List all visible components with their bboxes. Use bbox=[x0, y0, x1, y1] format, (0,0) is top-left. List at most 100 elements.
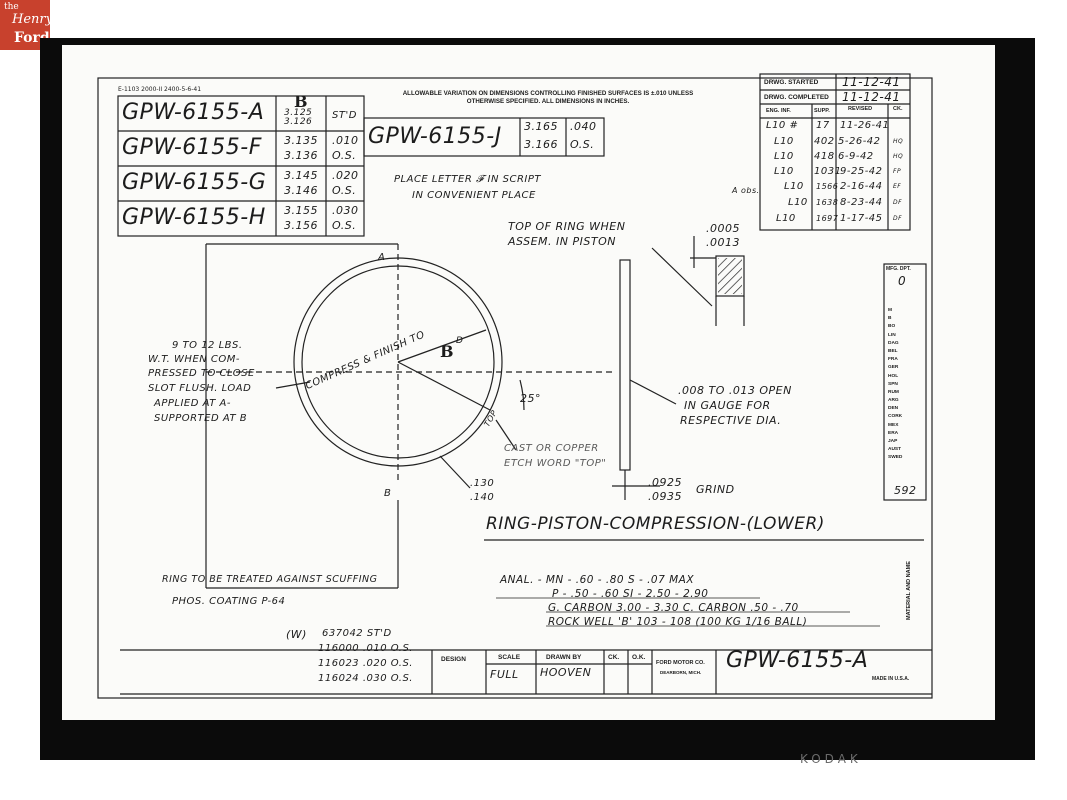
detail-section bbox=[715, 255, 745, 297]
variant-f-code2: O.S. bbox=[332, 149, 357, 162]
revision-table bbox=[759, 73, 911, 231]
mfg-dept-item: RUM bbox=[888, 389, 899, 395]
w-list-row: 637042 ST'D bbox=[322, 628, 392, 639]
title-block-drawn: HOOVEN bbox=[540, 666, 592, 679]
variant-part-j: GPW-6155-J bbox=[368, 124, 502, 149]
rev-row-inf: L10 bbox=[776, 213, 796, 224]
mfg-dept-item: GER bbox=[888, 365, 899, 371]
note-load-5: APPLIED AT A- bbox=[154, 398, 231, 409]
note-open-3: RESPECTIVE DIA. bbox=[680, 414, 782, 427]
title-block-scale: FULL bbox=[490, 668, 519, 681]
title-block-material-label: MATERIAL AND NAME bbox=[906, 561, 912, 620]
analysis-line-3: G. CARBON 3.00 - 3.30 C. CARBON .50 - .7… bbox=[548, 602, 799, 614]
logo-the: the bbox=[4, 2, 19, 12]
mfg-dept-item: JAP bbox=[888, 439, 898, 444]
rev-row-date: 11-26-41 bbox=[840, 120, 890, 131]
variant-h-code: .030 bbox=[332, 204, 359, 217]
rev-row-supp: 1566 bbox=[816, 182, 839, 191]
form-reference: E-1103 2000-II 2400-5-6-41 bbox=[118, 86, 202, 93]
note-load-1: 9 TO 12 LBS. bbox=[172, 340, 243, 351]
logo-henry: Henry bbox=[12, 12, 53, 27]
w-list-row: 116000 .010 O.S. bbox=[318, 643, 413, 654]
w-list-tag: (W) bbox=[286, 628, 307, 641]
variant-part-f: GPW-6155-F bbox=[122, 135, 262, 160]
title-block-city: DEARBORN, MICH. bbox=[660, 670, 702, 675]
rev-row-date: 6-9-42 bbox=[838, 151, 874, 162]
variant-j-dim1: 3.165 bbox=[524, 120, 558, 133]
rev-row-date: 2-16-44 bbox=[840, 181, 883, 192]
column-letter-b: B bbox=[294, 92, 308, 111]
rev-row-ck: HQ bbox=[893, 153, 904, 160]
rev-row-ck: EF bbox=[893, 183, 902, 190]
ring-letter-d: D bbox=[456, 336, 464, 346]
rev-row-inf: L10 bbox=[774, 166, 794, 177]
variant-a-dim1: 3.125 bbox=[284, 108, 313, 118]
drwg-started-label: DRWG. STARTED bbox=[764, 79, 819, 86]
variant-j-table bbox=[363, 117, 605, 157]
w-list-row: 116023 .020 O.S. bbox=[318, 658, 413, 669]
drwg-started-date: 11-12-41 bbox=[842, 75, 901, 89]
rev-row-date: 1-17-45 bbox=[840, 213, 883, 224]
w-list-row: 116024 .030 O.S. bbox=[318, 673, 413, 684]
rev-header-supp: SUPP. bbox=[814, 108, 830, 114]
title-block-ck-label: CK. bbox=[608, 654, 620, 661]
variant-j-dim2: 3.166 bbox=[524, 138, 558, 151]
title-block-made-in: MADE IN U.S.A. bbox=[872, 676, 910, 682]
wall-dim-2: .140 bbox=[470, 492, 495, 503]
rev-row-supp: 1638 bbox=[816, 198, 839, 207]
thickness-dim-2: .0935 bbox=[648, 490, 682, 503]
mfg-dept-item: DAG bbox=[888, 340, 899, 346]
sheet-border bbox=[97, 77, 933, 699]
mfg-dept-value: 0 bbox=[898, 274, 907, 288]
mfg-dept-item: BEL bbox=[888, 348, 898, 354]
drwg-completed-date: 11-12-41 bbox=[842, 90, 901, 104]
mfg-dept-item: BO bbox=[888, 324, 896, 330]
mfg-dept-item: SWED bbox=[888, 455, 903, 461]
grind-label: GRIND bbox=[696, 483, 735, 496]
mfg-dept-item: HOL bbox=[888, 373, 899, 379]
rev-row-supp: 418 bbox=[814, 151, 835, 162]
thickness-dim-1: .0925 bbox=[648, 476, 682, 489]
variant-a-code: ST'D bbox=[332, 110, 357, 121]
title-block-scale-label: SCALE bbox=[498, 654, 521, 661]
mfg-dept-item: AUST bbox=[888, 447, 902, 453]
note-gap-1: .0005 bbox=[706, 222, 740, 235]
title-block-design-label: DESIGN bbox=[441, 656, 466, 663]
note-load-3: PRESSED TO CLOSE bbox=[148, 368, 255, 379]
rev-row-supp: 1031 bbox=[814, 166, 842, 177]
variant-f-dim1: 3.135 bbox=[284, 134, 318, 147]
mfg-dept-item: ERA bbox=[888, 430, 899, 436]
note-top-of-ring: TOP OF RING WHEN bbox=[508, 220, 626, 233]
variant-g-code2: O.S. bbox=[332, 184, 357, 197]
variant-j-code: .040 bbox=[570, 120, 597, 133]
rev-row-inf: L10 bbox=[774, 136, 794, 147]
note-cast-2: ETCH WORD "TOP" bbox=[504, 458, 607, 469]
mfg-dept-label: MFG. DPT. bbox=[886, 266, 911, 272]
rev-row-inf: L10 bbox=[788, 197, 808, 208]
tolerance-note: ALLOWABLE VARIATION ON DIMENSIONS CONTRO… bbox=[402, 90, 694, 105]
rev-side-mark: A obs. bbox=[732, 186, 760, 195]
note-open-2: IN GAUGE FOR bbox=[684, 399, 771, 412]
rev-row-date: 9-25-42 bbox=[840, 166, 883, 177]
note-place-letter: PLACE LETTER 𝓕 IN SCRIPT bbox=[394, 174, 542, 185]
rev-header-inf: ENG. INF. bbox=[766, 108, 791, 114]
rev-row-supp: 1697 bbox=[816, 214, 839, 223]
mfg-dept-item: CORK bbox=[888, 414, 903, 420]
analysis-line-2: P - .50 - .60 SI - 2.50 - 2.90 bbox=[552, 588, 709, 600]
drawing-title: RING-PISTON-COMPRESSION-(LOWER) bbox=[486, 514, 825, 534]
title-block-drawn-label: DRAWN BY bbox=[546, 654, 582, 661]
rev-header-revised: REVISED bbox=[848, 106, 873, 112]
note-open-1: .008 TO .013 OPEN bbox=[678, 384, 792, 397]
variant-part-a: GPW-6155-A bbox=[122, 100, 265, 125]
note-cast-1: CAST OR COPPER bbox=[504, 443, 599, 454]
note-load-4: SLOT FLUSH. LOAD bbox=[148, 383, 252, 394]
mfg-dept-item: FRA bbox=[888, 357, 898, 363]
rev-row-inf: L10 # bbox=[766, 120, 799, 131]
mfg-dept-table bbox=[883, 263, 927, 501]
note-top-of-ring-2: ASSEM. IN PISTON bbox=[508, 235, 616, 248]
analysis-line-4: ROCK WELL 'B' 103 - 108 (100 KG 1/16 BAL… bbox=[548, 616, 808, 628]
drawing-sheet bbox=[62, 45, 995, 720]
treatment-note-1: RING TO BE TREATED AGAINST SCUFFING bbox=[162, 574, 378, 585]
rev-row-ck: FP bbox=[893, 168, 902, 175]
